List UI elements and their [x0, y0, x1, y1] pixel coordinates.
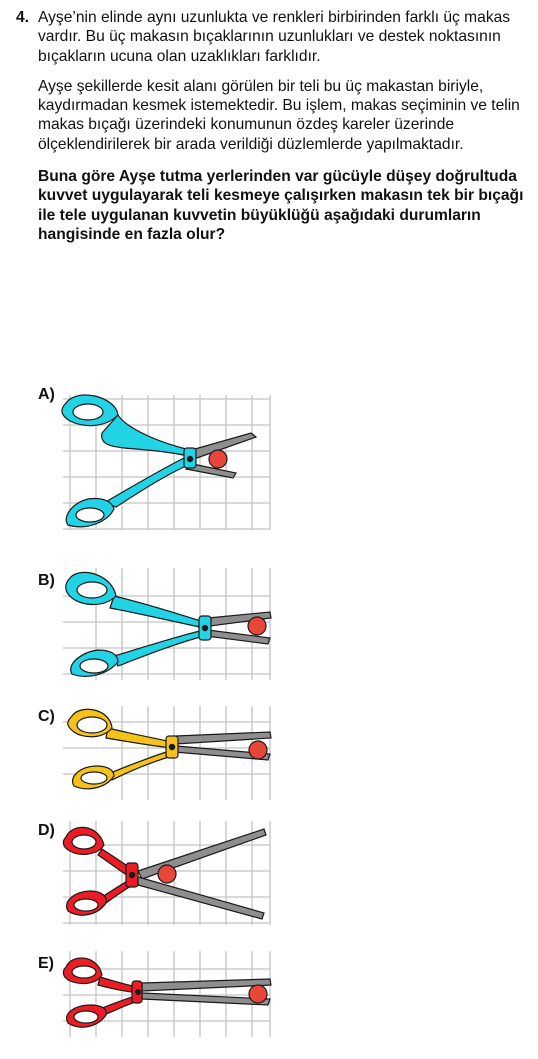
pivot	[186, 455, 194, 463]
option-a-label[interactable]: A)	[38, 386, 55, 403]
wire	[157, 864, 177, 884]
option-e-label[interactable]: E)	[38, 955, 54, 972]
scissors	[67, 708, 272, 790]
pivot	[128, 871, 136, 879]
option-e-figure[interactable]	[58, 945, 288, 1045]
handle-lower	[107, 749, 173, 781]
wire	[208, 449, 228, 469]
question-block: 4. Ayşe’nin elinde aynı uzunlukta ve ren…	[16, 8, 531, 244]
pivot	[168, 743, 176, 751]
handle-upper	[109, 595, 205, 629]
handle-upper	[101, 413, 187, 456]
option-c-label[interactable]: C)	[38, 708, 55, 725]
option-b-label[interactable]: B)	[38, 572, 55, 589]
scissors	[62, 957, 272, 1028]
wire	[247, 616, 267, 636]
question-paragraph-2: Ayşe şekillerde kesit alanı görülen bir …	[38, 77, 520, 153]
question-number: 4.	[16, 9, 30, 26]
pivot	[134, 988, 141, 995]
option-a-figure[interactable]	[58, 385, 288, 535]
scissors	[61, 394, 258, 528]
handle-lower	[102, 456, 189, 508]
option-c-figure[interactable]	[58, 700, 288, 810]
scissors	[62, 826, 267, 920]
scissors	[65, 571, 272, 677]
option-b-figure[interactable]	[58, 560, 288, 695]
wire	[248, 740, 268, 760]
question-prompt: Buna göre Ayşe tutma yerlerinden var güc…	[38, 168, 524, 243]
blade-lower	[137, 876, 265, 920]
pivot	[201, 624, 209, 632]
wire	[248, 984, 268, 1004]
question-paragraph-1: Ayşe’nin elinde aynı uzunlukta ve renkle…	[38, 9, 511, 65]
option-d-figure[interactable]	[58, 815, 288, 930]
handle-upper	[105, 727, 173, 749]
option-d-label[interactable]: D)	[38, 822, 55, 839]
